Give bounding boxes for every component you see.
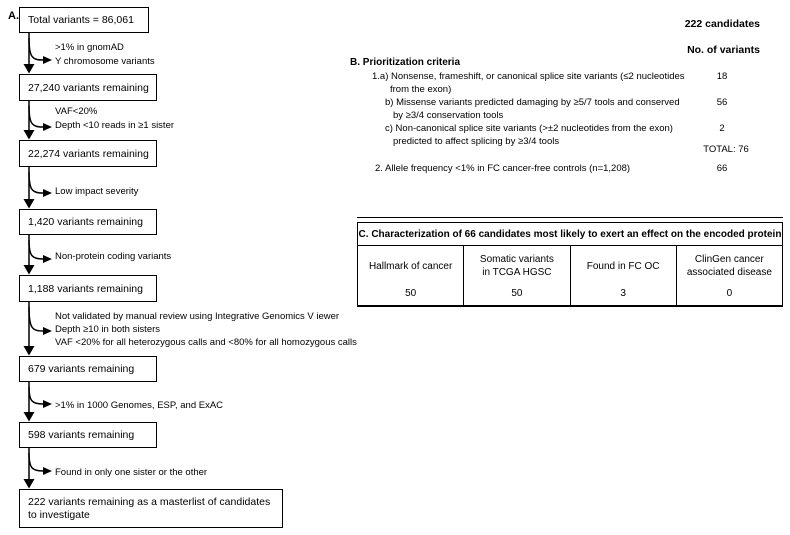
filter-label-vaf-depth: VAF<20% Depth <10 reads in ≥1 sister <box>55 105 174 132</box>
filter-line: Depth ≥10 in both sisters <box>55 323 161 335</box>
filter-line: Non-protein coding variants <box>55 251 172 262</box>
panel-a-label: A. <box>8 10 19 22</box>
flow-box-679: 679 variants remaining <box>19 356 157 382</box>
no-of-variants-header: No. of variants <box>687 44 760 56</box>
criterion-1c-value: 2 <box>719 123 725 134</box>
filter-label-low-impact: Low impact severity <box>55 185 138 199</box>
cell-value: 3 <box>620 288 626 299</box>
filter-label-1000g: >1% in 1000 Genomes, ESP, and ExAC <box>55 399 223 413</box>
cell-label: ClinGen cancer associated disease <box>686 254 772 278</box>
panel-b-title: B. Prioritization criteria <box>350 57 461 68</box>
cell-value: 50 <box>511 288 523 299</box>
filter-line: Low impact severity <box>55 186 139 197</box>
cell-label: Found in FC OC <box>586 260 660 272</box>
flow-box-1420: 1,420 variants remaining <box>19 209 157 235</box>
cell-label: Somatic variants in TCGA HGSC <box>479 254 554 278</box>
table-cell-hallmark: Hallmark of cancer 50 <box>358 246 465 305</box>
criterion-1b-line1: b) Missense variants predicted damaging … <box>385 97 680 108</box>
criterion-1a-value: 18 <box>716 71 728 82</box>
table-cell-tcga: Somatic variants in TCGA HGSC 50 <box>464 246 571 305</box>
filter-line: Y chromosome variants <box>55 55 155 67</box>
filter-line: VAF <20% for all heterozygous calls and … <box>55 336 357 348</box>
criterion-1c-line1: c) Non-canonical splice site variants (>… <box>385 123 673 134</box>
filter-label-one-sister: Found in only one sister or the other <box>55 466 207 480</box>
cell-label: Hallmark of cancer <box>368 260 453 272</box>
criterion-2-value: 66 <box>716 163 728 174</box>
table-cell-clingen: ClinGen cancer associated disease 0 <box>677 246 782 305</box>
filter-line: >1% in 1000 Genomes, ESP, and ExAC <box>55 400 224 411</box>
flow-box-598: 598 variants remaining <box>19 422 157 448</box>
flow-box-total-variants: Total variants = 86,061 <box>19 7 149 33</box>
flow-box-1188: 1,188 variants remaining <box>19 275 157 302</box>
table-top-rule <box>357 217 783 218</box>
criterion-2-text: 2. Allele frequency <1% in FC cancer-fre… <box>375 163 631 174</box>
flow-box-masterlist: 222 variants remaining as a masterlist o… <box>19 489 283 528</box>
panel-c-body: Hallmark of cancer 50 Somatic variants i… <box>358 246 782 305</box>
filter-label-non-coding: Non-protein coding variants <box>55 250 171 264</box>
cell-value: 0 <box>726 288 733 299</box>
flow-arrows <box>23 33 52 489</box>
filter-line: Found in only one sister or the other <box>55 467 208 478</box>
filter-line: Depth <10 reads in ≥1 sister <box>55 119 175 131</box>
filter-line: Not validated by manual review using Int… <box>55 311 340 322</box>
flow-box-27240: 27,240 variants remaining <box>19 74 157 101</box>
criterion-1a-line1: 1.a) Nonsense, frameshift, or canonical … <box>372 71 685 82</box>
criterion-1a-line2: from the exon) <box>390 84 452 95</box>
cell-value: 50 <box>405 288 417 299</box>
filter-line: >1% in gnomAD <box>55 42 124 53</box>
panel-c-table: C. Characterization of 66 candidates mos… <box>357 222 783 307</box>
table-cell-fc-oc: Found in FC OC 3 <box>571 246 677 305</box>
filter-line: VAF<20% <box>55 106 98 117</box>
criterion-1c-line2: predicted to affect splicing by ≥3/4 too… <box>393 136 560 147</box>
filter-label-gnomad: >1% in gnomAD Y chromosome variants <box>55 41 155 68</box>
criteria-total: TOTAL: 76 <box>703 144 749 155</box>
filter-label-igv: Not validated by manual review using Int… <box>55 311 357 349</box>
candidates-count-header: 222 candidates <box>684 18 760 30</box>
criterion-1b-value: 56 <box>716 97 728 108</box>
criterion-1b-line2: by ≥3/4 conservation tools <box>393 110 504 121</box>
panel-c-title: C. Characterization of 66 candidates mos… <box>358 223 782 246</box>
flow-box-22274: 22,274 variants remaining <box>19 140 157 167</box>
